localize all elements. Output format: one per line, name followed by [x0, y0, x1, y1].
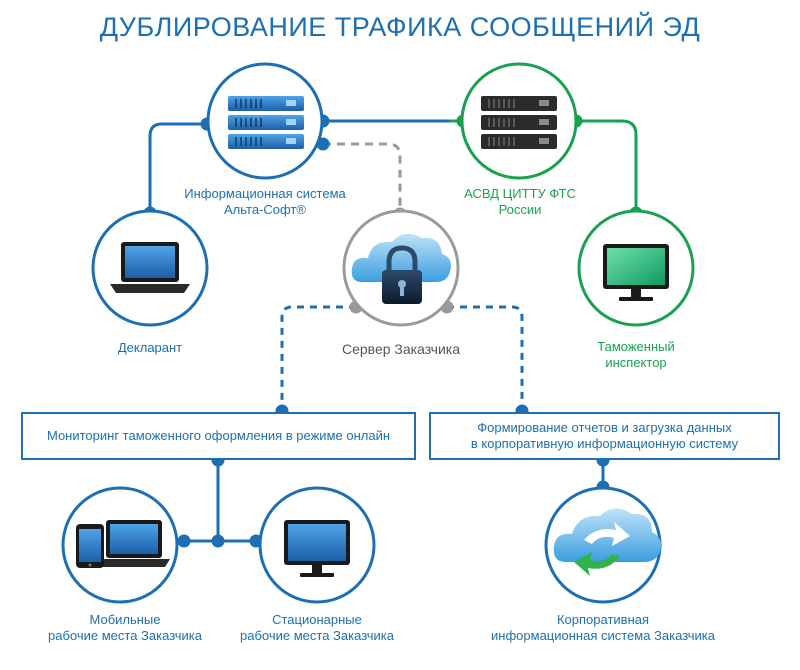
- connector-lines: [148, 119, 638, 543]
- monitoring-box: Мониторинг таможенного оформления в режи…: [21, 412, 416, 460]
- monitoring-box-label: Мониторинг таможенного оформления в режи…: [46, 428, 391, 443]
- customer-server-label: Сервер Заказчика: [341, 341, 460, 357]
- link-alta-declarant: [148, 122, 207, 213]
- reports-box-line2: в корпоративную информационную систему: [470, 436, 739, 451]
- corporate-label: Корпоративная информационная система Зак…: [491, 612, 715, 643]
- asvd-node: [460, 62, 578, 180]
- inspector-label: Таможенный инспектор: [597, 339, 675, 370]
- link-asvd-inspector: [576, 119, 638, 213]
- mobile-label: Мобильные рабочие места Заказчика: [48, 612, 202, 643]
- monitor-icon: [284, 520, 350, 577]
- reports-box: Формирование отчетов и загрузка данных в…: [429, 412, 780, 460]
- server-rack-icon: [481, 96, 557, 149]
- page-title: ДУБЛИРОВАНИЕ ТРАФИКА СООБЩЕНИЙ ЭД: [99, 12, 701, 42]
- inspector-node: [577, 209, 695, 327]
- declarant-label: Декларант: [117, 340, 183, 355]
- alta-soft-node: [206, 62, 324, 180]
- alta-soft-label: Информационная система Альта-Софт®: [184, 186, 346, 217]
- link-alta-server: [323, 142, 402, 214]
- corporate-node: [544, 486, 662, 604]
- link-server-reports: [447, 305, 524, 411]
- server-rack-icon: [228, 96, 304, 149]
- lock-icon: [382, 245, 422, 304]
- reports-box-line1: Формирование отчетов и загрузка данных: [477, 420, 732, 435]
- declarant-node: [91, 209, 209, 327]
- mobile-node: [61, 486, 179, 604]
- stationary-node: [258, 486, 376, 604]
- stationary-label: Стационарные рабочие места Заказчика: [240, 612, 394, 643]
- tablet-laptop-icon: [76, 520, 170, 568]
- cloud-sync-icon: [553, 508, 661, 576]
- asvd-label: АСВД ЦИТТУ ФТС России: [464, 186, 576, 217]
- link-server-monitoring: [280, 305, 356, 411]
- laptop-icon: [110, 242, 190, 293]
- cloud-icon: [351, 233, 451, 282]
- monitor-icon: [603, 244, 669, 301]
- customer-server-node: [342, 209, 460, 327]
